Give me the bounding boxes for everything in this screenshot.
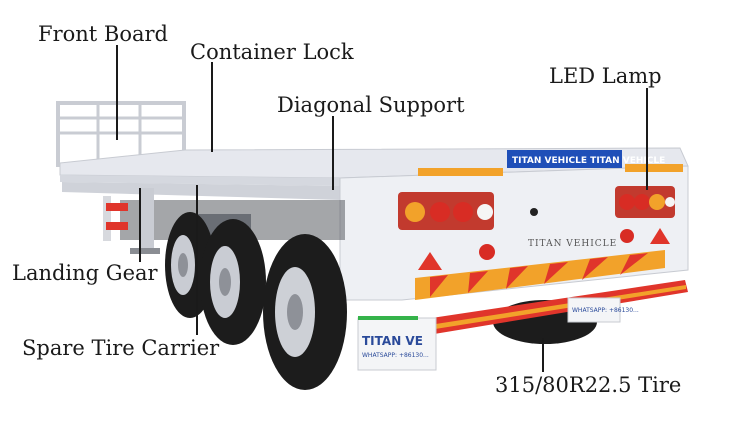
label-diagonal-support: Diagonal Support [277,93,465,117]
label-tire: 315/80R22.5 Tire [495,373,682,397]
label-spare-tire-carrier: Spare Tire Carrier [22,336,220,360]
mudflap-small-text: WHATSAPP: +86130... [362,352,429,359]
label-front-board: Front Board [38,22,168,46]
rear-plate [507,150,622,168]
landing-gear [103,188,160,254]
tire-3 [263,234,347,390]
label-led-lamp: LED Lamp [549,64,662,88]
leader-lines [116,45,648,372]
led-lamp-right [615,186,675,218]
mudflap-text: TITAN VE [362,334,423,348]
tire-2 [200,219,266,345]
side-beam [62,182,340,200]
rear-plate-text: TITAN VEHICLE TITAN VEHICLE [512,156,665,166]
mudflap-right-small-text: WHATSAPP: +86130... [572,307,639,314]
hazard-stripes [415,250,665,300]
mudflap-left: TITAN VE WHATSAPP: +86130... [357,316,437,371]
label-container-lock: Container Lock [190,40,354,64]
led-lamp-left [398,192,494,230]
body-text: TITAN VEHICLE [528,239,617,249]
mudflap-right: WHATSAPP: +86130... [567,297,639,323]
label-landing-gear: Landing Gear [12,261,158,285]
